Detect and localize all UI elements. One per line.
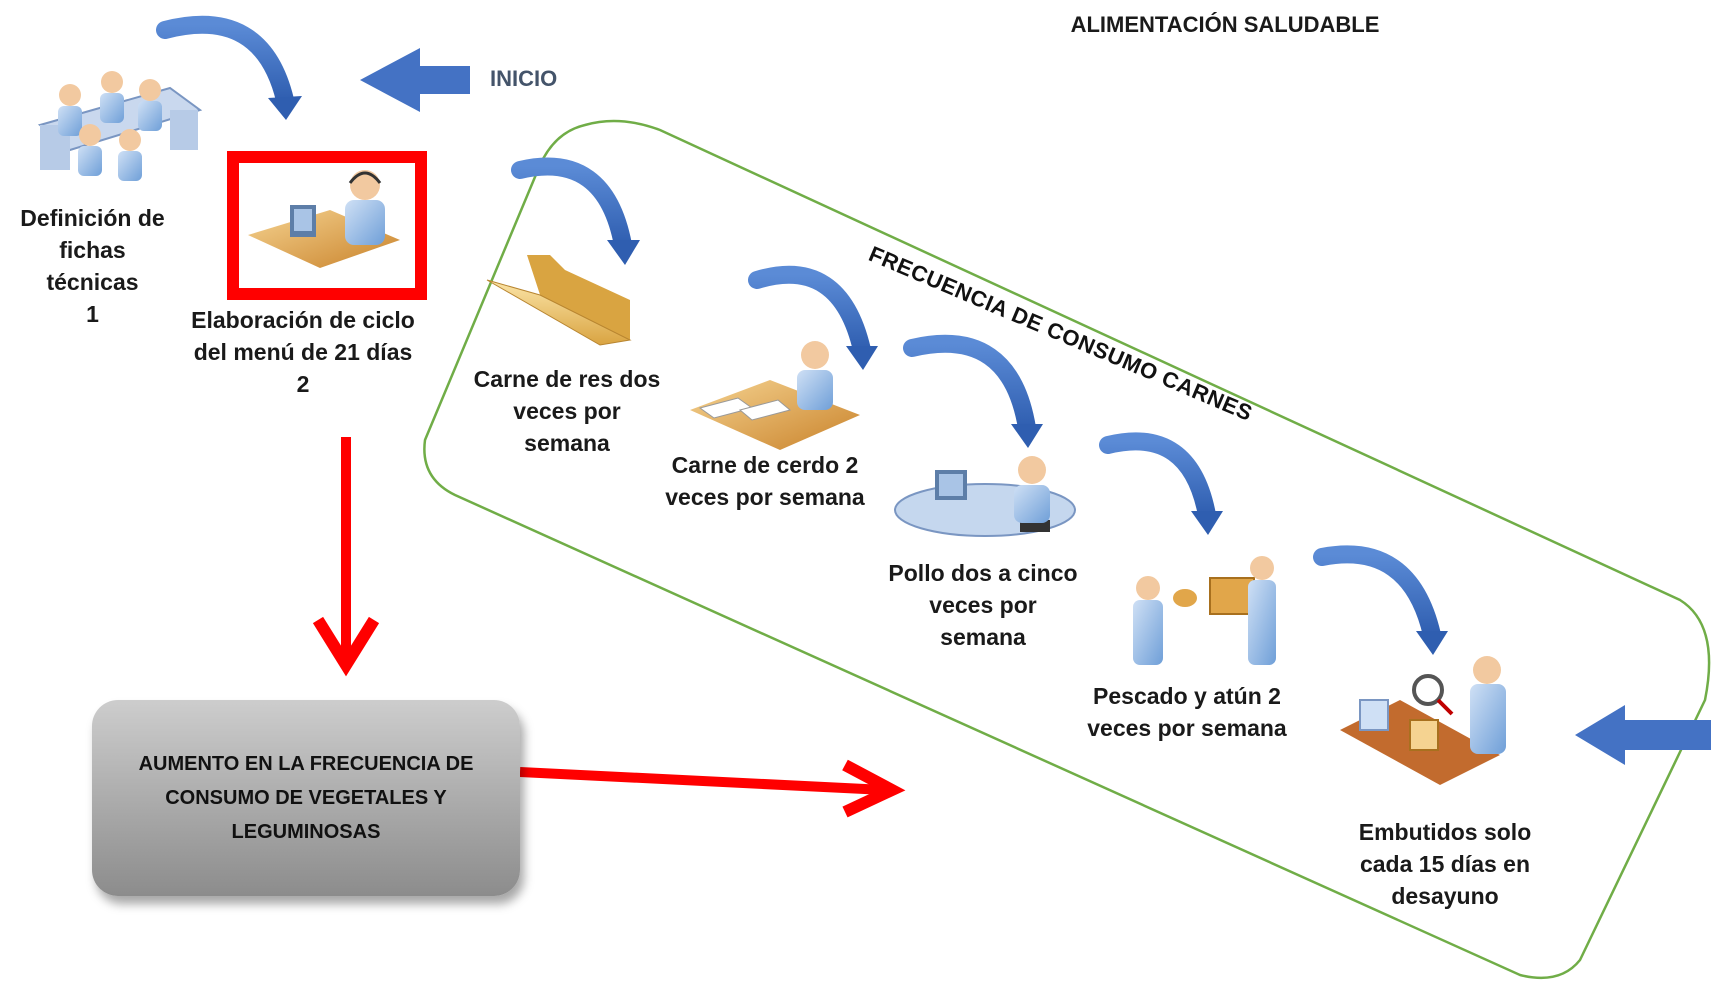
blue-curved-arrow-1	[156, 15, 302, 120]
step-pescado-label: Pescado y atún 2 veces por semana	[1087, 683, 1287, 741]
step-definicion-label: Definición de fichas técnicas 1	[20, 205, 165, 327]
delivery-icon	[1133, 556, 1276, 665]
inicio-label: INICIO	[490, 66, 558, 91]
step-cerdo-label: Carne de cerdo 2 veces por semana	[665, 452, 865, 510]
result-box-text: AUMENTO EN LA FRECUENCIA DE CONSUMO DE V…	[138, 753, 474, 843]
computer-desk-icon	[894, 456, 1076, 537]
right-entry-arrow	[1575, 705, 1711, 765]
blue-curved-arrow-4	[903, 334, 1043, 448]
highlight-box	[227, 151, 427, 300]
blue-curved-arrow-6	[1313, 545, 1448, 655]
step-pollo-label: Pollo dos a cinco veces por semana	[888, 560, 1078, 650]
step-res-label: Carne de res dos veces por semana	[473, 366, 661, 456]
inicio-arrow	[360, 48, 470, 112]
blue-curved-arrow-2	[511, 157, 640, 265]
desk-worker-icon	[248, 170, 400, 268]
inspection-conveyor-icon	[1340, 656, 1506, 785]
office-desk-icon	[690, 341, 860, 450]
diagram-title: ALIMENTACIÓN SALUDABLE	[1070, 12, 1380, 37]
step-elaboracion-label: Elaboración de ciclo del menú de 21 días…	[191, 307, 415, 397]
blue-curved-arrow-3	[748, 265, 878, 370]
red-arrow-down	[312, 437, 380, 677]
step-embutidos-label: Embutidos solo cada 15 días en desayuno	[1358, 819, 1532, 909]
folder-icon	[486, 255, 632, 346]
blue-curved-arrow-5	[1099, 432, 1223, 535]
result-box: AUMENTO EN LA FRECUENCIA DE CONSUMO DE V…	[92, 700, 520, 896]
red-arrow-right	[519, 759, 906, 818]
meeting-table-icon	[37, 71, 203, 181]
